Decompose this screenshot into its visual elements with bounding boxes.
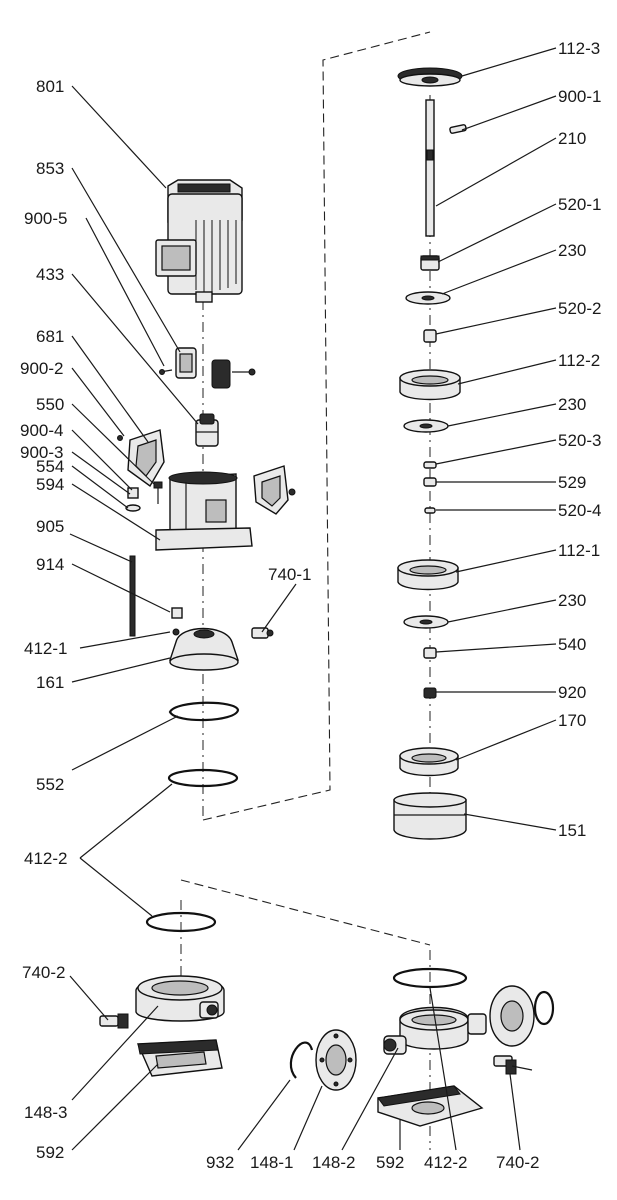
label-932: 932 <box>206 1153 234 1172</box>
label-520-1: 520-1 <box>558 195 601 214</box>
label-681: 681 <box>36 327 64 346</box>
motor-icon <box>155 179 243 303</box>
flange-icon <box>489 985 555 1047</box>
vent-valve-icon <box>171 607 274 639</box>
motor-stool-icon <box>155 471 253 551</box>
label-853: 853 <box>36 159 64 178</box>
label-592-left: 592 <box>36 1143 64 1162</box>
label-520-4: 520-4 <box>558 501 601 520</box>
impeller-icon <box>397 67 463 87</box>
label-529: 529 <box>558 473 586 492</box>
coupling-icon <box>195 413 219 447</box>
o-ring-icon <box>392 967 468 989</box>
assembly-axis-lines <box>180 31 431 1150</box>
coupling-guard-icon <box>159 347 256 389</box>
pump-casing-icon <box>383 1006 487 1055</box>
fasteners-icon <box>125 481 163 512</box>
label-170: 170 <box>558 711 586 730</box>
circlip-icon <box>289 1041 314 1079</box>
pump-head-cover-icon <box>169 627 239 671</box>
label-914: 914 <box>36 555 64 574</box>
label-112-2: 112-2 <box>558 351 600 370</box>
label-230-middle: 230 <box>558 395 586 414</box>
outer-sleeve-icon <box>393 792 467 840</box>
label-433: 433 <box>36 265 64 284</box>
base-plate-icon <box>136 1039 223 1077</box>
label-900-1: 900-1 <box>558 87 601 106</box>
label-112-3: 112-3 <box>558 39 600 58</box>
label-412-2: 412-2 <box>24 849 67 868</box>
label-552: 552 <box>36 775 64 794</box>
vent-valve-icon <box>493 1055 533 1075</box>
label-210: 210 <box>558 129 586 148</box>
sleeve-icon <box>420 255 440 699</box>
label-801: 801 <box>36 77 64 96</box>
label-148-3: 148-3 <box>24 1103 67 1122</box>
label-740-1: 740-1 <box>268 565 311 584</box>
label-900-4: 900-4 <box>20 421 63 440</box>
o-ring-icon <box>145 701 240 933</box>
label-550: 550 <box>36 395 64 414</box>
label-412-1: 412-1 <box>24 639 67 658</box>
callout-labels: 801 853 900-5 433 681 900-2 550 900-4 90… <box>20 39 601 1172</box>
flange-icon <box>315 1029 357 1091</box>
label-900-3: 900-3 <box>20 443 63 462</box>
label-148-1: 148-1 <box>250 1153 293 1172</box>
label-900-2: 900-2 <box>20 359 63 378</box>
base-plate-icon <box>377 1085 484 1127</box>
label-740-2-right: 740-2 <box>496 1153 539 1172</box>
key-icon <box>449 124 467 134</box>
label-520-2: 520-2 <box>558 299 601 318</box>
label-594: 594 <box>36 475 64 494</box>
pump-casing-icon <box>135 975 225 1022</box>
stud-bolt-icon <box>129 555 136 637</box>
guard-plate-icon <box>117 429 296 515</box>
impeller-icon <box>397 369 461 777</box>
label-740-2-left: 740-2 <box>22 963 65 982</box>
label-592-right: 592 <box>376 1153 404 1172</box>
label-905: 905 <box>36 517 64 536</box>
label-148-2: 148-2 <box>312 1153 355 1172</box>
label-540: 540 <box>558 635 586 654</box>
shaft-icon <box>425 99 435 237</box>
label-554: 554 <box>36 457 64 476</box>
label-151: 151 <box>558 821 586 840</box>
label-230-bottom: 230 <box>558 591 586 610</box>
vent-valve-icon <box>99 1013 129 1029</box>
leader-lines <box>69 47 557 1151</box>
label-900-5: 900-5 <box>24 209 67 228</box>
label-920: 920 <box>558 683 586 702</box>
label-161: 161 <box>36 673 64 692</box>
washer-icon <box>403 291 451 629</box>
label-230-top: 230 <box>558 241 586 260</box>
label-520-3: 520-3 <box>558 431 601 450</box>
label-112-1: 112-1 <box>558 541 600 560</box>
label-412-2-right: 412-2 <box>424 1153 467 1172</box>
